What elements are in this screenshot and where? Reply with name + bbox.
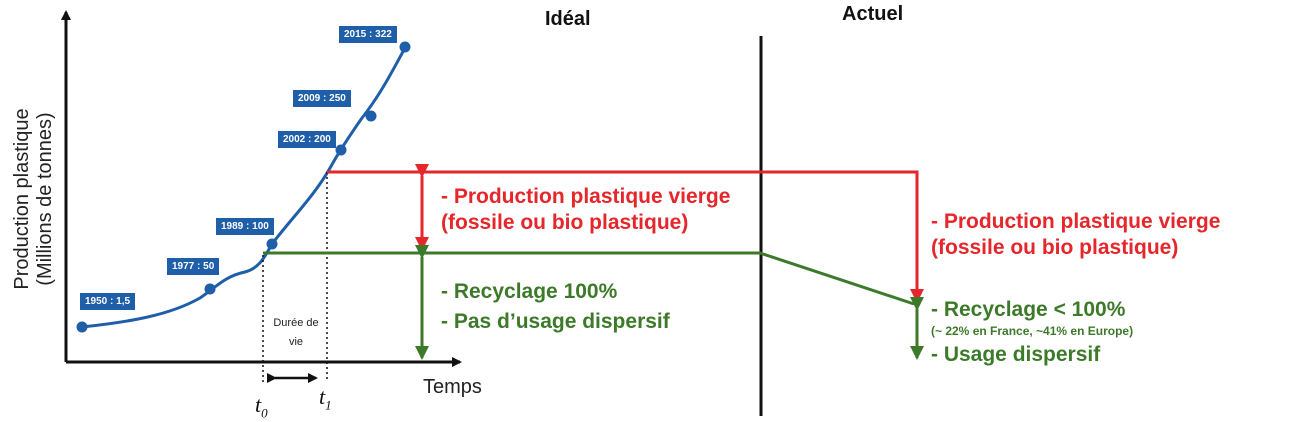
ideal-virgin-line1: - Production plastique vierge <box>441 185 731 208</box>
badge-1950: 1950 : 1,5 <box>80 293 136 310</box>
heading-current: Actuel <box>842 3 904 25</box>
badge-1977: 1977 : 50 <box>167 258 220 275</box>
current-virgin-line2: (fossile ou bio plastique) <box>931 236 1179 259</box>
lifetime-label-line2: vie <box>288 336 304 348</box>
data-point-1977 <box>204 283 216 295</box>
y-axis-label-line2: (Millions de tonnes) <box>34 112 56 286</box>
badge-2009: 2009 : 250 <box>293 90 351 107</box>
lifetime-label: Durée de vie <box>266 314 326 352</box>
current-dispersive-line: - Usage dispersif <box>931 343 1101 366</box>
ideal-virgin-text: - Production plastique vierge (fossile o… <box>441 184 730 236</box>
badge-2015: 2015 : 322 <box>339 26 397 43</box>
data-point-2009 <box>365 110 377 122</box>
current-virgin-line1: - Production plastique vierge <box>931 210 1221 233</box>
y-axis-label: Production plastique (Millions de tonnes… <box>11 99 57 299</box>
heading-ideal: Idéal <box>545 8 591 30</box>
x-axis-label: Temps <box>423 376 482 398</box>
badge-1989: 1989 : 100 <box>216 218 274 235</box>
current-recycling-line: - Recyclage < 100% <box>931 298 1126 321</box>
lifetime-label-line1: Durée de <box>273 317 319 329</box>
ideal-recycling-text: - Recyclage 100% - Pas d’usage dispersif <box>441 277 670 337</box>
data-point-1989 <box>266 238 278 250</box>
badge-2002: 2002 : 200 <box>278 131 336 148</box>
ideal-recycling-line: - Recyclage 100% <box>441 280 618 303</box>
current-virgin-text: - Production plastique vierge (fossile o… <box>931 209 1220 261</box>
y-axis-label-line1: Production plastique <box>11 108 33 290</box>
data-point-2002 <box>335 144 347 156</box>
ideal-virgin-line2: (fossile ou bio plastique) <box>441 211 689 234</box>
data-point-1950 <box>76 321 88 333</box>
t0-label: t0 <box>255 392 268 421</box>
t1-label: t1 <box>319 384 332 413</box>
ideal-no-dispersive-line: - Pas d’usage dispersif <box>441 310 670 333</box>
production-curve <box>81 45 408 329</box>
data-point-2015 <box>399 41 411 53</box>
current-recycling-note: (~ 22% en France, ~41% en Europe) <box>931 324 1134 338</box>
